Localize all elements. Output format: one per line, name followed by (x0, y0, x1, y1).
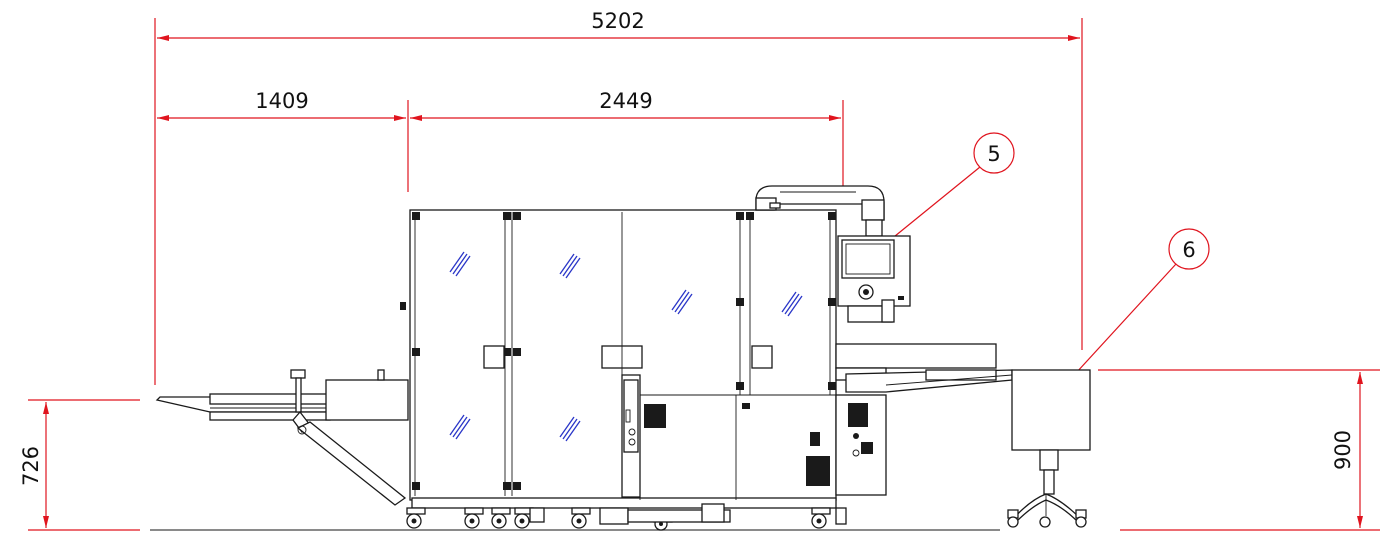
dimension-5202-label: 5202 (591, 9, 644, 33)
dimension-overall: 5202 (154, 9, 1083, 385)
balloon-6: 6 (1064, 228, 1210, 386)
balloon-6-label: 6 (1182, 238, 1195, 262)
dimension-height-726: 726 (19, 399, 140, 531)
casters (406, 503, 847, 531)
vent-grille-right (806, 456, 830, 486)
top-pipe-arm (755, 185, 885, 237)
dimension-main: 2449 (410, 89, 844, 192)
infeed-conveyor (155, 369, 409, 506)
dimension-height-900: 900 (1098, 369, 1380, 531)
glass-hatch-marks (449, 251, 803, 442)
main-frame (400, 209, 837, 509)
balloon-5-label: 5 (987, 142, 1000, 166)
outfeed-section (835, 343, 1013, 496)
balloon-5: 5 (867, 132, 1015, 259)
outfeed-bin (1007, 369, 1091, 528)
dimension-1409-label: 1409 (255, 89, 308, 113)
dimension-900-label: 900 (1331, 430, 1355, 470)
dimension-726-label: 726 (19, 446, 43, 486)
dimension-infeed: 1409 (157, 89, 409, 192)
hmi-control-panel (837, 235, 911, 323)
dimension-2449-label: 2449 (599, 89, 652, 113)
vent-grille-left (644, 404, 666, 428)
